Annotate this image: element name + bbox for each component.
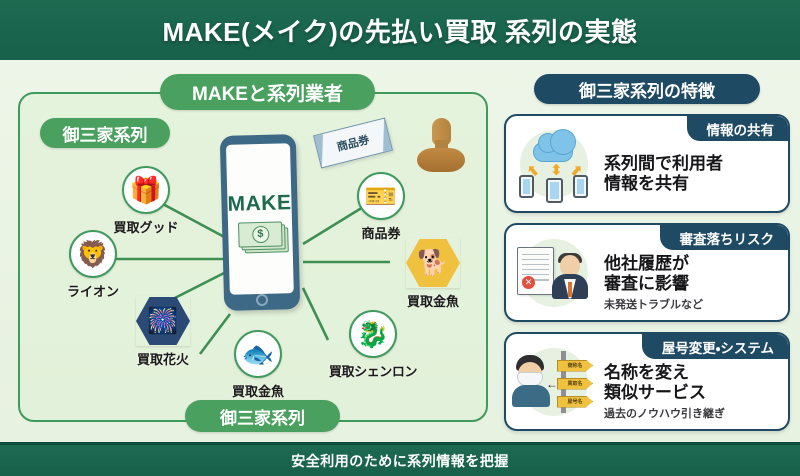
card-text: 名称を変え 類似サービス <box>604 362 706 402</box>
businessman-icon <box>551 252 589 299</box>
node-kaitori-hanabi[interactable]: 🎆 買取花火 <box>117 296 209 368</box>
signpost-icon: 商称名 買取名 屋号名 <box>554 350 598 413</box>
fireworks-icon: 🎆 <box>136 296 190 346</box>
sign-label: 買取名 <box>557 377 593 390</box>
card-text: 他社履歴が 審査に影響 <box>604 253 689 293</box>
ticket-icon: 🎫 <box>357 172 405 220</box>
node-label: 買取シェンロン <box>328 364 418 379</box>
phone-screen: MAKE <box>225 143 294 295</box>
card-tab-label: 審査落ちリスク <box>659 225 788 250</box>
page-title: MAKE(メイク)の先払い買取 系列の実態 <box>162 16 638 47</box>
network-bottom-pill: 御三家系列 <box>185 400 340 432</box>
network-title-pill: MAKEと系列業者 <box>160 74 375 110</box>
features-title-pill: 御三家系列の特徴 <box>534 74 760 104</box>
lion-icon: 🦁 <box>69 230 117 278</box>
node-label: 買取金魚 <box>231 384 284 399</box>
page-footer: 安全利用のために系列情報を把握 <box>0 442 800 476</box>
card-tab-label: 屋号変更・システム <box>641 334 788 359</box>
cloud-sync-devices-icon: ⬆ ⬍ ⬆ <box>506 116 602 211</box>
node-kaitori-kingyo-crown[interactable]: 🐕 買取金魚 <box>387 238 479 310</box>
node-shohinken[interactable]: 🎫 商品券 <box>335 172 427 242</box>
phone-icon <box>519 174 534 198</box>
rubber-stamp-icon <box>415 118 467 174</box>
document-icon: ✕ <box>517 246 554 295</box>
phone-brand-label: MAKE <box>227 190 292 216</box>
node-label: 買取金魚 <box>406 294 459 309</box>
node-kaitori-kingyo-fish[interactable]: 🐟 買取金魚 <box>212 330 304 400</box>
node-label: 買取グッド <box>113 220 179 235</box>
card-text: 系列間で利用者 情報を共有 <box>604 153 723 193</box>
footer-text: 安全利用のために系列情報を把握 <box>291 452 509 469</box>
document-reject-person-icon: ✕ <box>506 225 602 320</box>
reject-mark-icon: ✕ <box>522 275 535 289</box>
voucher-label: 商品券 <box>335 134 371 154</box>
stamp-base <box>417 148 465 172</box>
gift-card-icon: 🎁 <box>122 166 170 214</box>
node-label: 買取花火 <box>136 352 189 367</box>
masked-person-icon <box>512 354 550 407</box>
feature-card-screening-risk[interactable]: 審査落ちリスク ✕ 他社履歴が 審査に影響 未発送トラブルなど <box>504 223 790 322</box>
card-body: 名称を変え 類似サービス 過去のノウハウ引き継ぎ <box>602 338 788 425</box>
card-body: 系列間で利用者 情報を共有 <box>602 129 788 198</box>
sign-label: 商称名 <box>557 359 593 372</box>
feature-card-info-sharing[interactable]: 情報の共有 ⬆ ⬍ ⬆ 系列間で利用者 情報を共有 <box>504 114 790 213</box>
arrow-icon: ⬍ <box>550 161 563 179</box>
node-kaitori-shenron[interactable]: 🐉 買取シェンロン <box>327 310 419 380</box>
phone-home-button <box>255 293 269 307</box>
sign-label: 屋号名 <box>557 395 593 408</box>
stamp-knob <box>432 118 451 145</box>
card-body: 他社履歴が 審査に影響 未発送トラブルなど <box>602 229 788 316</box>
network-toplelft-pill: 御三家系列 <box>40 118 170 148</box>
dragon-icon: 🐉 <box>349 310 397 358</box>
cloud-icon <box>533 128 576 162</box>
node-label: 商品券 <box>361 226 401 241</box>
signpost-rename-icon: ← 商称名 買取名 屋号名 <box>506 334 602 429</box>
phone-icon <box>573 174 588 198</box>
features-column: 御三家系列の特徴 情報の共有 ⬆ ⬍ ⬆ 系列間で利用者 情報を共有 <box>504 74 790 441</box>
feature-card-rename-system[interactable]: 屋号変更・システム ← 商称名 買取名 屋号名 <box>504 332 790 431</box>
card-tab-label: 情報の共有 <box>686 116 788 141</box>
crowned-dog-icon: 🐕 <box>406 238 460 288</box>
make-phone[interactable]: MAKE <box>219 134 301 311</box>
money-bill-icon <box>237 220 283 248</box>
card-note: 未発送トラブルなど <box>604 299 703 312</box>
goldfish-icon: 🐟 <box>234 330 282 378</box>
phone-icon <box>546 177 563 203</box>
card-note: 過去のノウハウ引き継ぎ <box>604 408 725 421</box>
arrow-left-icon: ← <box>546 376 558 391</box>
page-header: MAKE(メイク)の先払い買取 系列の実態 <box>0 0 800 60</box>
node-label: ライオン <box>66 284 119 299</box>
node-lion[interactable]: 🦁 ライオン <box>47 230 139 300</box>
node-kaitori-good[interactable]: 🎁 買取グッド <box>100 166 192 236</box>
